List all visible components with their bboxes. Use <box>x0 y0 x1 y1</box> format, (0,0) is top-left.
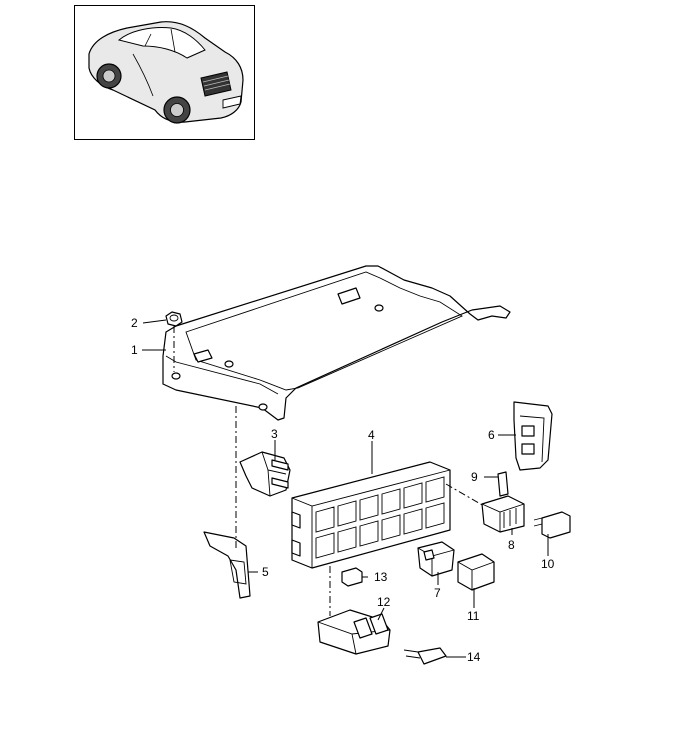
callout-12: 12 <box>377 595 391 609</box>
callout-7: 7 <box>434 586 441 600</box>
callout-14: 14 <box>467 650 481 664</box>
leader-lines <box>142 319 549 658</box>
callout-2: 2 <box>131 316 138 330</box>
part-14-maxi-fuse <box>403 647 447 665</box>
porsche-911-coupe-icon <box>88 21 244 124</box>
part-4-relay-box <box>291 461 451 569</box>
part-6-side-cover <box>513 401 553 471</box>
callout-11: 11 <box>467 609 480 623</box>
callout-1: 1 <box>131 343 138 357</box>
part-8-relay-socket <box>481 495 525 533</box>
callout-9: 9 <box>471 470 478 484</box>
callout-10: 10 <box>541 557 555 571</box>
callout-3: 3 <box>271 427 278 441</box>
part-2-nut <box>165 311 183 327</box>
part-9-pin <box>497 471 509 497</box>
part-3-bracket <box>239 451 291 497</box>
part-7-relay <box>417 541 455 577</box>
callout-8: 8 <box>508 538 515 552</box>
part-5-cover <box>203 531 251 599</box>
vehicle-thumbnail <box>74 5 255 140</box>
callout-6: 6 <box>488 428 495 442</box>
assembly-line-box-to-socket <box>445 483 485 507</box>
part-11-relay-cube <box>457 553 495 591</box>
part-1-carrier-plate <box>162 265 511 421</box>
callout-4: 4 <box>368 428 375 442</box>
part-13-mini-fuse <box>341 567 363 587</box>
part-12-fuse-holder <box>317 609 391 655</box>
callout-13: 13 <box>374 570 388 584</box>
callout-5: 5 <box>262 565 269 579</box>
part-10-fuse <box>533 511 571 539</box>
